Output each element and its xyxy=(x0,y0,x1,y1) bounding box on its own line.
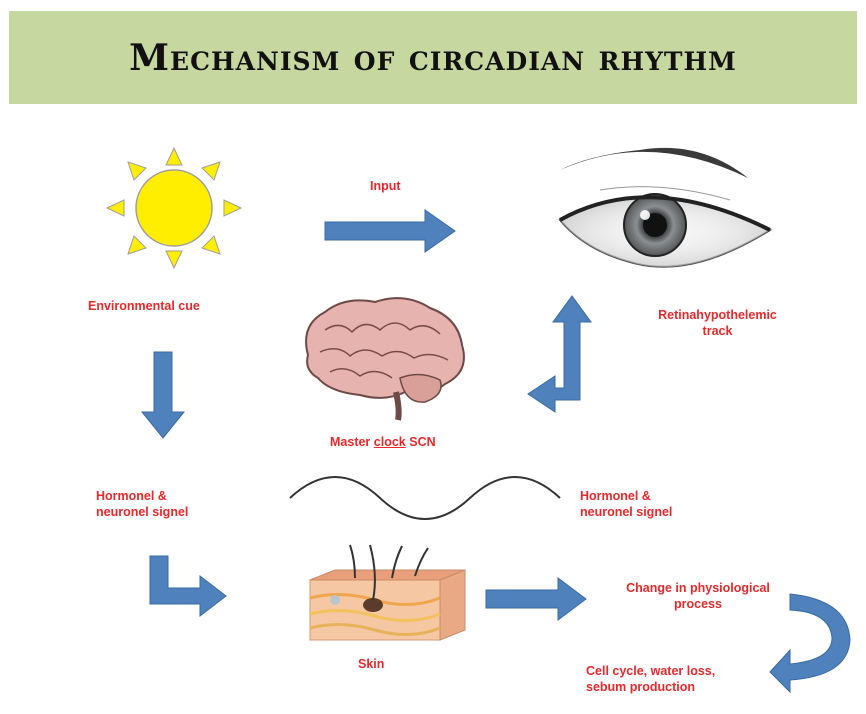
label-cellcycle-line2: sebum production xyxy=(586,679,715,695)
arrow-skin-to-change xyxy=(486,578,586,620)
label-input: Input xyxy=(370,178,401,194)
label-hormonal-left-line2: neuronel signel xyxy=(96,504,188,520)
arrow-eye-to-brain xyxy=(528,296,591,412)
label-skin: Skin xyxy=(358,656,384,672)
arrow-down-left xyxy=(142,352,184,438)
eye-icon xyxy=(560,148,770,267)
label-retino-line1: Retinahypothelemic xyxy=(645,307,790,323)
sun-icon xyxy=(107,148,241,268)
label-retinohypothalamic-tract: Retinahypothelemic track xyxy=(645,307,790,339)
label-hormonal-right: Hormonel & neuronel signel xyxy=(580,488,672,520)
skin-icon xyxy=(310,545,465,640)
label-environmental-cue: Environmental cue xyxy=(88,298,200,314)
label-hormonal-right-line1: Hormonel & xyxy=(580,488,672,504)
label-master-suffix: SCN xyxy=(409,435,435,449)
label-change-line2: process xyxy=(608,596,788,612)
brain-icon xyxy=(306,298,464,420)
label-master-clock: clock xyxy=(374,435,406,449)
label-hormonal-left: Hormonel & neuronel signel xyxy=(96,488,188,520)
arrow-bend-to-skin xyxy=(150,556,226,616)
label-retino-line2: track xyxy=(645,323,790,339)
arrow-input-right xyxy=(325,210,455,252)
label-hormonal-right-line2: neuronel signel xyxy=(580,504,672,520)
label-hormonal-left-line1: Hormonel & xyxy=(96,488,188,504)
label-master-prefix: Master xyxy=(330,435,370,449)
label-master-clock-scn: Master clock SCN xyxy=(330,434,436,450)
label-cellcycle-line1: Cell cycle, water loss, xyxy=(586,663,715,679)
label-change-line1: Change in physiological xyxy=(608,580,788,596)
label-cell-cycle: Cell cycle, water loss, sebum production xyxy=(586,663,715,695)
label-change-physiological: Change in physiological process xyxy=(608,580,788,612)
wave-icon xyxy=(290,477,560,519)
